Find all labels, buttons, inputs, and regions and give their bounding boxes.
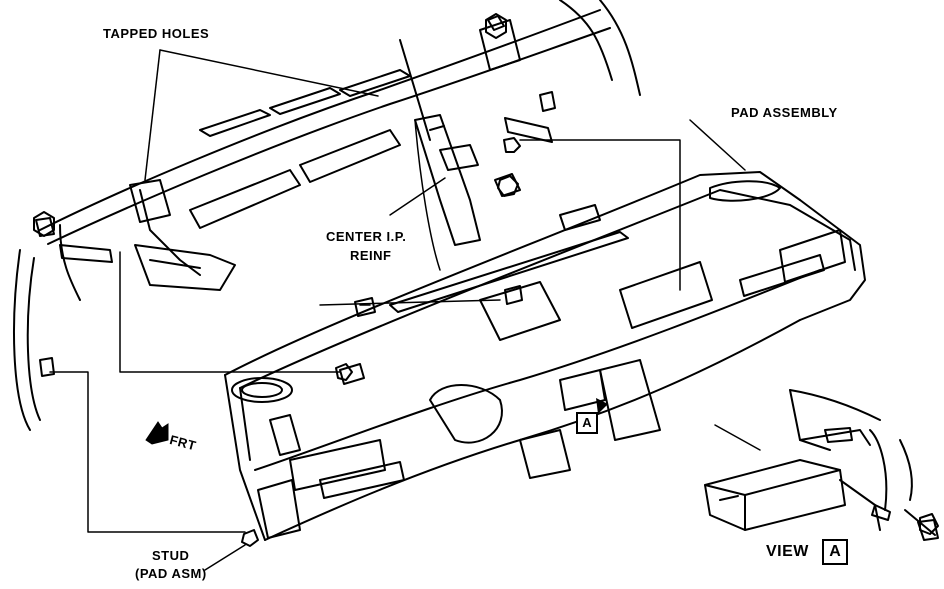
stud-label-line2: (PAD ASM) [135, 566, 207, 581]
cowl-structure [13, 0, 641, 431]
center-ip-label-line2: REINF [350, 248, 392, 263]
view-reference-box: A [822, 539, 848, 565]
pad-assembly [224, 171, 866, 541]
view-label: VIEW [766, 543, 809, 560]
view-a-callout-arrow [596, 398, 608, 414]
leader-lines [49, 49, 761, 571]
center-ip-reinf [399, 39, 521, 246]
stud-label-line1: STUD [152, 548, 190, 563]
pad-assembly-label: PAD ASSEMBLY [731, 105, 838, 120]
tapped-holes-label: TAPPED HOLES [103, 26, 210, 41]
center-ip-label-line1: CENTER I.P. [326, 229, 407, 244]
callout-reference-box: A [576, 412, 598, 434]
view-a-inset [704, 389, 939, 541]
front-direction-arrow-icon [145, 421, 169, 445]
fasteners [33, 13, 939, 547]
